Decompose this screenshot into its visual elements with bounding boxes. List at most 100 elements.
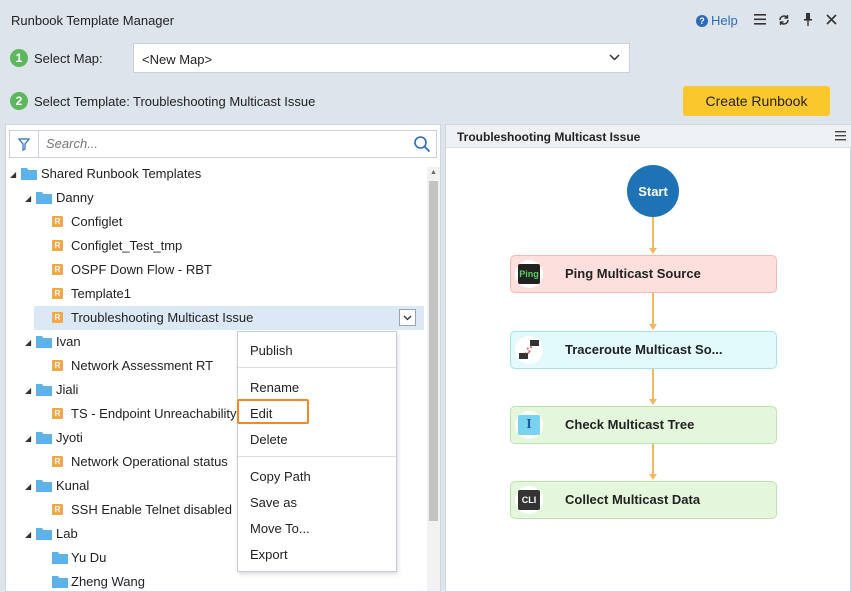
chevron-down-icon — [609, 50, 620, 64]
select-map-dropdown[interactable]: <New Map> — [133, 43, 630, 73]
menu-item-export[interactable]: Export — [250, 547, 288, 562]
tree-label: Danny — [56, 190, 94, 205]
title-bar: Runbook Template Manager ? Help — [0, 0, 851, 40]
help-label: Help — [711, 13, 738, 28]
edit-highlight-box — [237, 399, 309, 424]
tree-label: Yu Du — [71, 550, 107, 565]
folder-icon — [36, 431, 52, 444]
ping-icon-label: Ping — [518, 264, 540, 284]
traceroute-icon — [515, 336, 543, 364]
tree-item-ssh-enable[interactable]: R SSH Enable Telnet disabled — [6, 498, 426, 522]
flow-node-collect-data[interactable]: CLI Collect Multicast Data — [510, 481, 777, 519]
flow-node-traceroute[interactable]: Traceroute Multicast So... — [510, 331, 777, 369]
tree-folder-kunal[interactable]: ◢ Kunal — [6, 474, 426, 498]
folder-icon — [52, 551, 68, 564]
expand-arrow-icon[interactable]: ◢ — [25, 194, 32, 203]
selection-highlight — [34, 306, 424, 330]
tree-folder-zheng-wang[interactable]: Zheng Wang — [6, 570, 426, 591]
menu-item-edit[interactable]: Edit — [250, 406, 273, 421]
flow-node-label: Collect Multicast Data — [565, 492, 701, 507]
tree-item-troubleshooting[interactable]: R Troubleshooting Multicast Issue — [6, 306, 426, 330]
tree-item-network-assessment[interactable]: R Network Assessment RT — [6, 354, 426, 378]
tree-item-configlet[interactable]: R Configlet — [6, 210, 426, 234]
tree-label: Network Operational status — [71, 454, 228, 469]
tree-label: Configlet_Test_tmp — [71, 238, 183, 253]
tree-label: Jyoti — [56, 430, 83, 445]
tree-folder-jiali[interactable]: ◢ Jiali — [6, 378, 426, 402]
tree-label: OSPF Down Flow - RBT — [71, 262, 212, 277]
search-icon[interactable] — [413, 135, 431, 156]
expand-arrow-icon[interactable]: ◢ — [25, 530, 32, 539]
tree-scrollbar[interactable]: ▲ — [427, 167, 440, 591]
scroll-thumb[interactable] — [429, 181, 438, 521]
tree-item-network-operational[interactable]: R Network Operational status — [6, 450, 426, 474]
flow-start-node[interactable]: Start — [627, 165, 679, 217]
flow-node-ping[interactable]: Ping Ping Multicast Source — [510, 255, 777, 293]
selected-template-name: Troubleshooting Multicast Issue — [133, 94, 316, 109]
flow-node-label: Check Multicast Tree — [565, 417, 695, 432]
window-controls — [753, 12, 838, 27]
tree-item-ospf[interactable]: R OSPF Down Flow - RBT — [6, 258, 426, 282]
ping-icon: Ping — [515, 260, 543, 288]
flow-arrowhead — [649, 324, 657, 330]
folder-icon — [36, 335, 52, 348]
tree-label: Configlet — [71, 214, 123, 229]
flow-preview-pane: Troubleshooting Multicast Issue Start Pi… — [445, 124, 851, 592]
flow-connector — [652, 368, 654, 400]
tree-root[interactable]: ◢ Shared Runbook Templates — [6, 162, 426, 186]
tree-folder-yu-du[interactable]: Yu Du — [6, 546, 426, 570]
menu-icon[interactable] — [753, 12, 766, 27]
folder-icon — [52, 575, 68, 588]
help-icon: ? — [696, 14, 708, 27]
refresh-icon[interactable] — [777, 12, 790, 27]
flow-connector — [652, 217, 654, 249]
create-runbook-button[interactable]: Create Runbook — [683, 86, 830, 116]
scroll-up-icon[interactable]: ▲ — [430, 169, 437, 176]
menu-item-delete[interactable]: Delete — [250, 432, 288, 447]
expand-arrow-icon[interactable]: ◢ — [25, 386, 32, 395]
tree-label: Troubleshooting Multicast Issue — [71, 310, 254, 325]
pin-icon[interactable] — [801, 12, 814, 27]
expand-arrow-icon[interactable]: ◢ — [25, 338, 32, 347]
tree-folder-jyoti[interactable]: ◢ Jyoti — [6, 426, 426, 450]
tree-label: Template1 — [71, 286, 131, 301]
menu-icon[interactable] — [835, 129, 846, 144]
menu-item-rename[interactable]: Rename — [250, 380, 300, 395]
select-template-row: 2 Select Template: — [0, 83, 851, 119]
folder-icon — [36, 383, 52, 396]
runbook-icon: R — [52, 456, 63, 467]
expand-arrow-icon[interactable]: ◢ — [25, 482, 32, 491]
item-menu-button[interactable] — [399, 309, 416, 326]
search-input[interactable] — [46, 136, 396, 151]
select-template-label: Select Template: — [34, 94, 130, 109]
expand-arrow-icon[interactable]: ◢ — [25, 434, 32, 443]
runbook-icon: R — [52, 312, 63, 323]
tree-item-template1[interactable]: R Template1 — [6, 282, 426, 306]
tree-item-ts-endpoint[interactable]: R TS - Endpoint Unreachability-s — [6, 402, 426, 426]
tree-label: Lab — [56, 526, 78, 541]
cli-icon-label: CLI — [518, 490, 540, 510]
expand-arrow-icon[interactable]: ◢ — [10, 170, 17, 179]
filter-icon[interactable] — [10, 131, 39, 157]
close-icon[interactable] — [825, 12, 838, 27]
runbook-icon: R — [52, 288, 63, 299]
runbook-icon: R — [52, 264, 63, 275]
tree-item-configlet-test[interactable]: R Configlet_Test_tmp — [6, 234, 426, 258]
menu-item-copy-path[interactable]: Copy Path — [250, 469, 311, 484]
step-1-badge: 1 — [10, 49, 28, 67]
menu-item-move-to[interactable]: Move To... — [250, 521, 310, 536]
folder-icon — [21, 167, 37, 180]
tree-folder-danny[interactable]: ◢ Danny — [6, 186, 426, 210]
menu-item-publish[interactable]: Publish — [250, 343, 293, 358]
flow-arrowhead — [649, 248, 657, 254]
flow-arrowhead — [649, 399, 657, 405]
flow-node-label: Ping Multicast Source — [565, 266, 701, 281]
tree-folder-lab[interactable]: ◢ Lab — [6, 522, 426, 546]
flow-node-check-tree[interactable]: I Check Multicast Tree — [510, 406, 777, 444]
flow-node-label: Traceroute Multicast So... — [565, 342, 723, 357]
help-link[interactable]: ? Help — [696, 13, 738, 28]
runbook-icon: R — [52, 408, 63, 419]
runbook-icon: R — [52, 360, 63, 371]
menu-item-save-as[interactable]: Save as — [250, 495, 297, 510]
tree-folder-ivan[interactable]: ◢ Ivan — [6, 330, 426, 354]
